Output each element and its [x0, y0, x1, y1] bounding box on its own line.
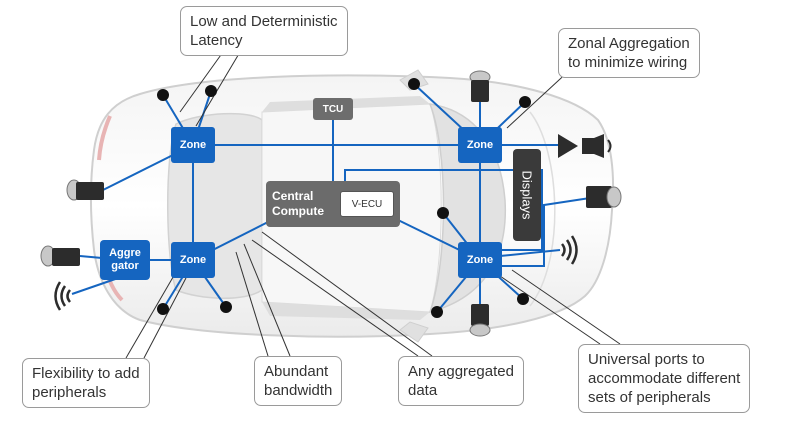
sensor-dot-icon	[431, 306, 443, 318]
callout-flexibility: Flexibility to add peripherals	[22, 358, 150, 408]
callout-zonal: Zonal Aggregation to minimize wiring	[558, 28, 700, 78]
sensor-dot-icon	[157, 89, 169, 101]
leader-line	[506, 67, 573, 129]
camera-icon	[66, 179, 104, 201]
sensor-dot-icon	[220, 301, 232, 313]
leader-line	[143, 277, 187, 359]
callout-text: Abundant	[264, 363, 329, 380]
leader-line	[261, 231, 433, 357]
sensor-dot-icon	[157, 303, 169, 315]
callout-text: to minimize wiring	[568, 54, 688, 71]
callout-text: Low and Deterministic	[190, 13, 338, 30]
sensor-dot-icon	[408, 78, 420, 90]
callout-text: bandwidth	[264, 382, 333, 399]
wire	[499, 249, 561, 257]
aggregator-label-2: gator	[111, 260, 139, 272]
callout-text: sets of peripherals	[588, 389, 711, 406]
car-taillight	[97, 115, 112, 161]
sensor-dot-icon	[519, 96, 531, 108]
callout-text: accommodate different	[588, 370, 741, 387]
leader-line	[195, 51, 241, 127]
camera-icon	[469, 304, 491, 337]
callout-aggregated: Any aggregated data	[398, 356, 524, 406]
tcu-node: TCU	[313, 98, 353, 120]
leader-line	[251, 239, 419, 357]
leader-line	[235, 251, 269, 357]
aggregator-label-1: Aggre	[109, 247, 141, 259]
central-label-1: Central	[272, 189, 314, 203]
zone-rear-bottom: Zone	[171, 242, 215, 278]
sensor-dot-icon	[517, 293, 529, 305]
callout-text: Zonal Aggregation	[568, 35, 690, 52]
signal-wave-icon	[560, 235, 578, 265]
camera-icon	[469, 70, 491, 102]
wire	[344, 169, 514, 181]
car-hood-line	[529, 111, 556, 307]
leader-line	[499, 275, 601, 345]
wire	[500, 197, 591, 267]
callout-text: Universal ports to	[588, 351, 705, 368]
zone-front-bottom: Zone	[458, 242, 502, 278]
camera-icon	[586, 186, 622, 208]
leader-line	[511, 269, 621, 345]
signal-wave-icon	[54, 281, 72, 311]
callout-text: data	[408, 382, 438, 399]
sensor-dot-icon	[437, 207, 449, 219]
callout-text: peripherals	[32, 384, 107, 401]
speaker-icon	[558, 134, 612, 158]
displays-label: Displays	[519, 170, 535, 220]
callout-latency: Low and Deterministic Latency	[180, 6, 348, 56]
aggregator-node: Aggre gator	[100, 240, 150, 280]
car-window	[262, 302, 430, 320]
camera-icon	[40, 245, 80, 267]
displays-panel: Displays	[513, 149, 541, 241]
leader-line	[179, 51, 224, 113]
car-mirror	[399, 321, 429, 343]
central-label-2: Compute	[272, 204, 324, 218]
zone-rear-top: Zone	[171, 127, 215, 163]
central-compute-node: Central Compute V-ECU	[266, 181, 400, 227]
callout-universal: Universal ports to accommodate different…	[578, 344, 751, 413]
callout-bandwidth: Abundant bandwidth	[254, 356, 343, 406]
sensor-dots	[157, 78, 531, 318]
leader-lines	[125, 51, 621, 359]
vecu-box: V-ECU	[340, 191, 394, 217]
callout-text: Flexibility to add	[32, 365, 140, 382]
zone-front-top: Zone	[458, 127, 502, 163]
leader-line	[243, 243, 291, 357]
sensor-dot-icon	[205, 85, 217, 97]
callout-text: Latency	[190, 32, 243, 49]
leader-line	[125, 271, 177, 359]
callout-text: Any aggregated	[408, 363, 514, 380]
